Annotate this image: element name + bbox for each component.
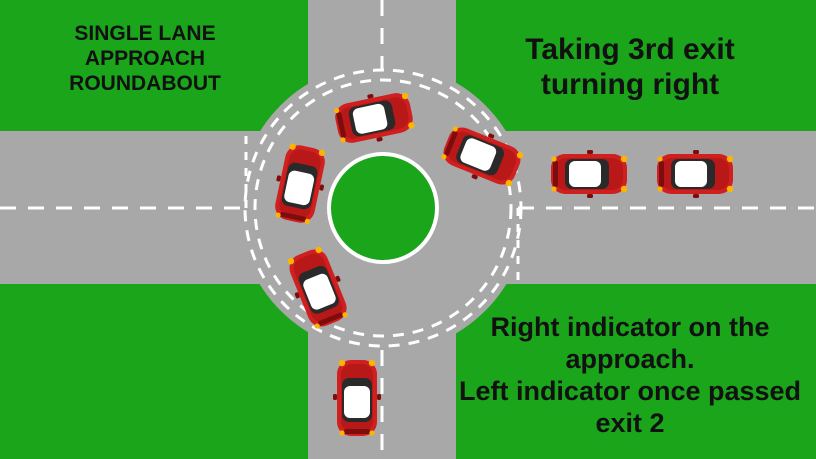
title-line-2: APPROACH	[84, 46, 206, 70]
exit-caption-line-1: Taking 3rd exit	[525, 33, 735, 66]
indicator-caption-line-4: exit 2	[595, 407, 665, 438]
exit-caption-line-2: turning right	[540, 68, 720, 102]
car-east-exit-1	[551, 150, 628, 198]
indicator-caption-line-1: Right indicator on the	[490, 312, 770, 342]
car-south-approach	[333, 359, 381, 436]
central-island	[327, 152, 439, 264]
title-label: SINGLE LANE APPROACH ROUNDABOUT	[40, 22, 250, 96]
exit-caption: Taking 3rd exit turning right	[480, 32, 780, 103]
indicator-caption-line-3: Left indicator once passed	[458, 375, 802, 406]
indicator-caption: Right indicator on the approach. Left in…	[452, 312, 808, 439]
indicator-caption-line-2: approach.	[565, 343, 695, 374]
title-line-1: SINGLE LANE	[74, 22, 216, 45]
title-line-3: ROUNDABOUT	[69, 71, 221, 95]
car-east-exit-2	[657, 150, 734, 198]
